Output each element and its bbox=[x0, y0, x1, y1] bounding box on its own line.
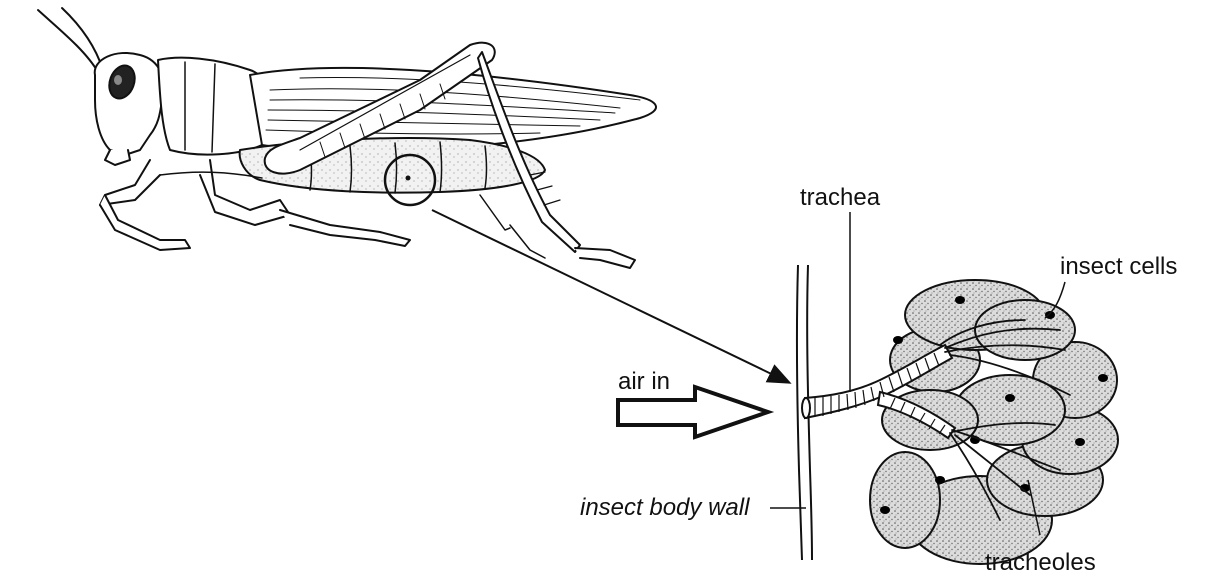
antenna-2 bbox=[62, 8, 103, 70]
insect-cells-label: insect cells bbox=[1060, 255, 1177, 279]
insect-body-wall-label: insect body wall bbox=[580, 496, 749, 520]
front-leg bbox=[100, 160, 160, 205]
trachea-label: trachea bbox=[800, 186, 880, 210]
air-in-label: air in bbox=[618, 370, 670, 394]
cell bbox=[870, 452, 940, 548]
tracheoles-label: tracheoles bbox=[985, 551, 1096, 575]
grasshopper-illustration bbox=[38, 8, 656, 268]
zoom-arrow bbox=[432, 210, 788, 382]
